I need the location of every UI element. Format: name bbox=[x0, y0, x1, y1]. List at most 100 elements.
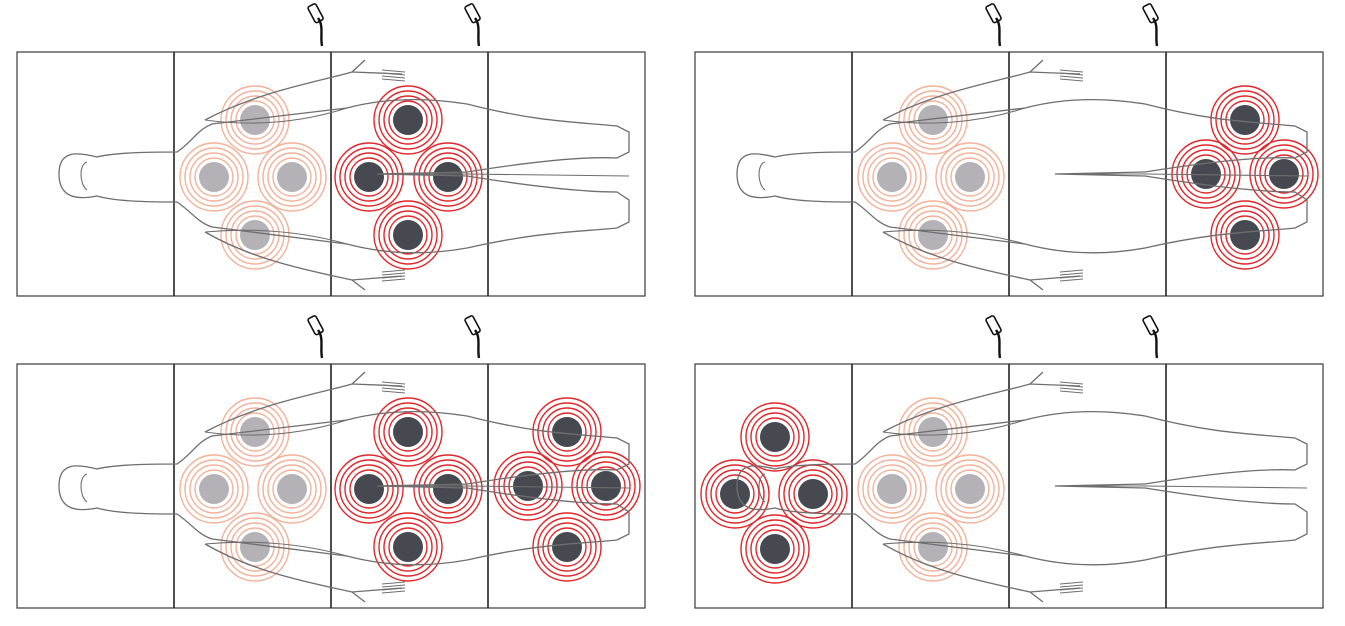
hip-node-1-ring-2 bbox=[378, 402, 438, 462]
leg-separation bbox=[377, 485, 630, 489]
hip-node-2-ring-3 bbox=[344, 464, 394, 514]
thigh-node-3-ring-3 bbox=[1259, 149, 1309, 199]
finger-bottom-2 bbox=[1059, 584, 1084, 588]
hip-node-4-ring-2 bbox=[378, 205, 438, 265]
body-outline bbox=[736, 99, 1308, 254]
power-plug-icon-cable bbox=[316, 329, 324, 359]
upper-arm-inner bbox=[204, 107, 348, 124]
finger-top-1 bbox=[381, 381, 406, 385]
power-plug-icon-cable bbox=[994, 17, 1002, 47]
thigh-node-3-ring-2 bbox=[576, 456, 636, 516]
shoulder-node-1-ring-2 bbox=[225, 402, 285, 462]
finger-bottom-2 bbox=[381, 272, 406, 276]
finger-bottom-2 bbox=[1059, 272, 1084, 276]
head-node-1-ring-4 bbox=[755, 417, 795, 457]
thigh-node-3-ring-4 bbox=[586, 466, 626, 506]
shoulder-node-3-ring-1 bbox=[257, 142, 327, 212]
finger-top-1 bbox=[381, 69, 406, 73]
head-node-2-ring-2 bbox=[705, 464, 765, 524]
shoulder-node-1-ring-4 bbox=[235, 412, 275, 452]
hip-node-3-pad bbox=[433, 162, 463, 192]
hip-node-2-ring-1 bbox=[334, 454, 404, 524]
shoulder-node-1-ring-3 bbox=[908, 407, 958, 457]
shoulder-node-1-ring-2 bbox=[225, 90, 285, 150]
hip-node-1-ring-3 bbox=[383, 95, 433, 145]
head-node-1-ring-2 bbox=[745, 407, 805, 467]
finger-top-2 bbox=[1059, 384, 1084, 388]
hip-node-4-pad bbox=[393, 532, 423, 562]
shoulder-node-2-ring-3 bbox=[189, 152, 239, 202]
head-node-4-ring-3 bbox=[750, 524, 800, 574]
leg-separation bbox=[377, 173, 630, 177]
shoulder-node-3-ring-2 bbox=[262, 147, 322, 207]
head-node-3-pad bbox=[798, 479, 828, 509]
finger-bottom-1 bbox=[1059, 269, 1084, 273]
shoulder-node-4-pad bbox=[240, 220, 270, 250]
shoulder-node-2-ring-3 bbox=[867, 464, 917, 514]
power-plug-icon bbox=[985, 315, 1002, 336]
hip-node-1-ring-2 bbox=[378, 90, 438, 150]
thigh-node-1-pad bbox=[1230, 105, 1260, 135]
thigh-node-4-ring-4 bbox=[547, 527, 587, 567]
thigh-node-3-pad bbox=[591, 471, 621, 501]
thigh-node-1-ring-1 bbox=[1210, 85, 1280, 155]
shoulder-node-1-ring-3 bbox=[908, 95, 958, 145]
thigh-node-3-ring-1 bbox=[1249, 139, 1319, 209]
hip-node-3-ring-4 bbox=[428, 469, 468, 509]
shoulder-node-1-pad bbox=[240, 417, 270, 447]
shoulder-node-3-ring-3 bbox=[945, 152, 995, 202]
hip-node-4-ring-3 bbox=[383, 522, 433, 572]
shoulder-node-3-ring-3 bbox=[267, 464, 317, 514]
hip-node-4-ring-3 bbox=[383, 210, 433, 260]
shoulder-node-2-ring-4 bbox=[194, 157, 234, 197]
body-outline bbox=[58, 411, 630, 566]
shoulder-node-2-ring-1 bbox=[179, 142, 249, 212]
finger-bottom-1 bbox=[1059, 581, 1084, 585]
lower-arm bbox=[882, 543, 1081, 603]
shoulder-node-1-ring-2 bbox=[903, 90, 963, 150]
shoulder-node-4-ring-2 bbox=[225, 517, 285, 577]
power-plug-icon bbox=[307, 315, 324, 336]
thigh-node-4-ring-4 bbox=[1225, 215, 1265, 255]
body-outline bbox=[736, 411, 1308, 566]
shoulder-node-2-ring-1 bbox=[857, 142, 927, 212]
thigh-node-3-ring-4 bbox=[1264, 154, 1304, 194]
shoulder-node-1-ring-1 bbox=[220, 85, 290, 155]
head-node-4-ring-4 bbox=[755, 529, 795, 569]
finger-bottom-3 bbox=[381, 587, 406, 591]
shoulder-node-2-ring-2 bbox=[862, 147, 922, 207]
ear bbox=[758, 161, 766, 191]
hip-node-1-ring-1 bbox=[373, 85, 443, 155]
shoulder-node-3-ring-4 bbox=[272, 469, 312, 509]
lower-arm-inner bbox=[204, 541, 348, 557]
head-node-4-ring-2 bbox=[745, 519, 805, 579]
ear bbox=[758, 473, 766, 503]
upper-arm bbox=[204, 371, 403, 433]
finger-top-2 bbox=[381, 384, 406, 388]
layout-2 bbox=[694, 3, 1324, 297]
hip-node-2-ring-3 bbox=[344, 152, 394, 202]
upper-arm bbox=[204, 59, 403, 121]
thigh-node-1-ring-3 bbox=[542, 407, 592, 457]
shoulder-node-1-ring-4 bbox=[235, 100, 275, 140]
hip-node-4-ring-4 bbox=[388, 215, 428, 255]
shoulder-node-4-pad bbox=[918, 532, 948, 562]
finger-top-3 bbox=[381, 387, 406, 391]
shoulder-node-3-ring-1 bbox=[935, 142, 1005, 212]
hip-node-4-ring-1 bbox=[373, 200, 443, 270]
head-node-4-ring-1 bbox=[740, 514, 810, 584]
shoulder-node-1-ring-3 bbox=[230, 95, 280, 145]
shoulder-node-2-pad bbox=[199, 162, 229, 192]
shoulder-node-4-ring-2 bbox=[903, 205, 963, 265]
shoulder-node-2-ring-3 bbox=[189, 464, 239, 514]
shoulder-node-2-ring-4 bbox=[194, 469, 234, 509]
shoulder-node-3-ring-1 bbox=[257, 454, 327, 524]
hip-node-4-ring-4 bbox=[388, 527, 428, 567]
thigh-node-1-ring-2 bbox=[537, 402, 597, 462]
power-plug-icon bbox=[307, 3, 324, 24]
hip-node-4-pad bbox=[393, 220, 423, 250]
upper-arm bbox=[882, 59, 1081, 121]
head-node-1-pad bbox=[760, 422, 790, 452]
thigh-node-4-ring-1 bbox=[532, 512, 602, 582]
finger-bottom-3 bbox=[381, 275, 406, 279]
